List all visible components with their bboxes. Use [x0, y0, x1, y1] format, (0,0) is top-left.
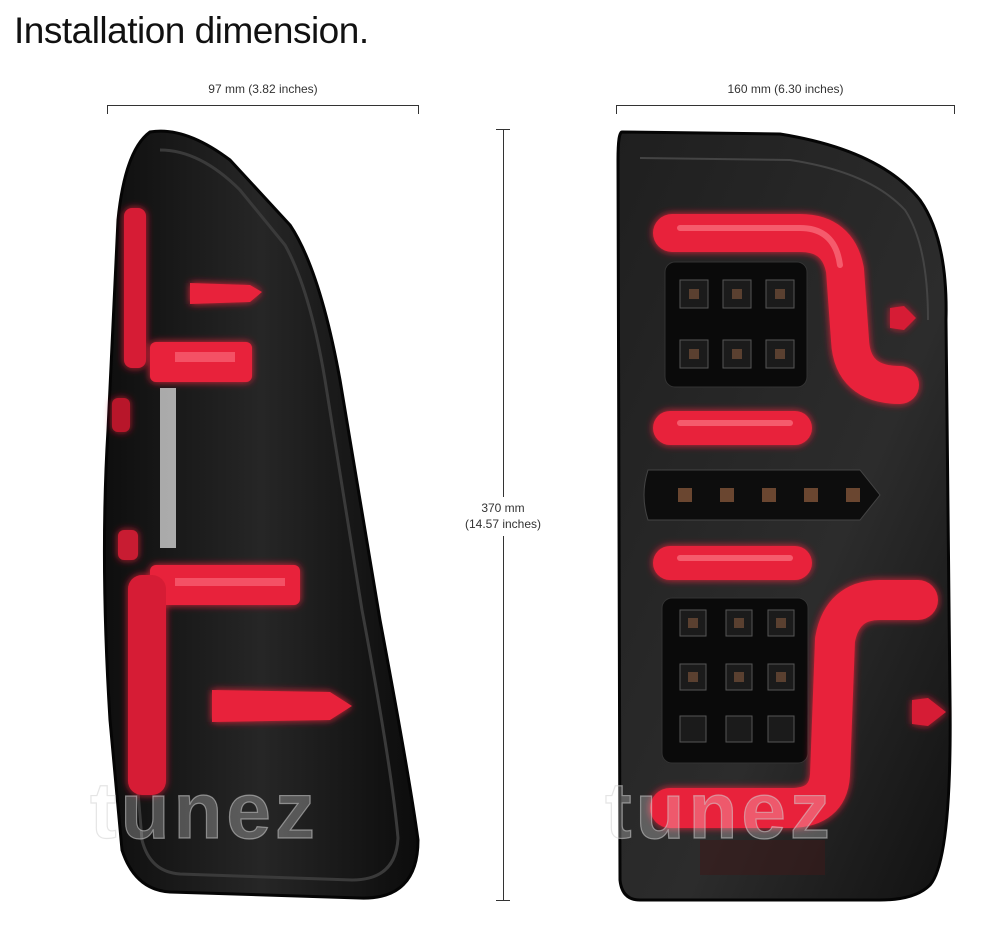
- height-line-top: [503, 129, 504, 497]
- height-tick-bottom: [496, 900, 510, 901]
- width-side-line: [107, 105, 419, 106]
- height-label-2: (14.57 inches): [464, 517, 542, 531]
- width-front-line: [616, 105, 955, 106]
- width-front-tick-right: [954, 105, 955, 114]
- height-line-bottom: [503, 536, 504, 901]
- width-front-label: 160 mm (6.30 inches): [727, 82, 844, 96]
- width-front-tick-left: [616, 105, 617, 114]
- page-title: Installation dimension.: [14, 10, 369, 51]
- width-side-label: 97 mm (3.82 inches): [208, 82, 318, 96]
- width-side-tick-right: [418, 105, 419, 114]
- width-side-tick-left: [107, 105, 108, 114]
- height-label-1: 370 mm: [481, 501, 525, 515]
- side-view-lamp: [102, 129, 420, 900]
- front-view-lamp: [616, 130, 952, 902]
- watermark-right: tunez: [605, 766, 834, 855]
- watermark-left: tunez: [90, 766, 319, 855]
